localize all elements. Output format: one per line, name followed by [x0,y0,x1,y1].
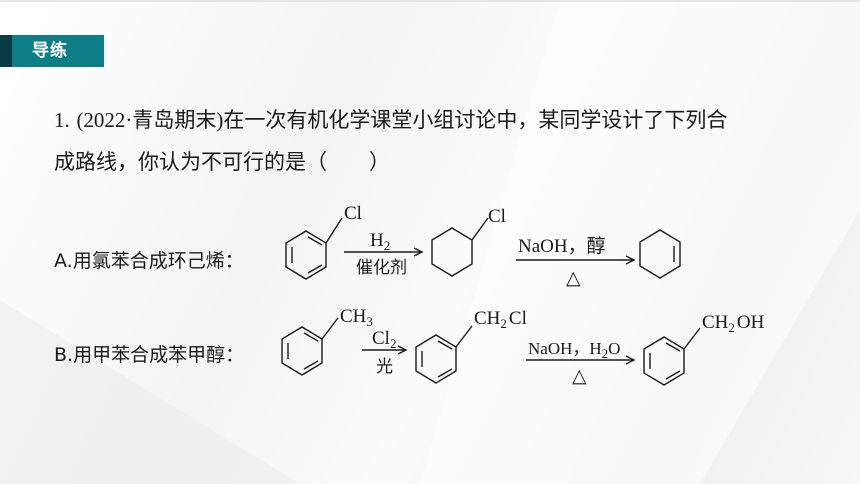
question-line-1: 在一次有机化学课堂小组讨论中，某同学设计了下列合 [223,108,728,132]
question-number: 1. [54,108,70,132]
b1-condition: 光 [376,357,393,377]
section-tag: 导练 [0,35,104,67]
reaction-arrow-b1: Cl2 光 [362,328,408,377]
reaction-arrow-a2: NaOH，醇 △ [516,235,636,289]
reaction-arrow-a1: H2 催化剂 [344,230,424,278]
chlorocyclohexane-substituent: Cl [488,206,506,227]
top-divider [0,0,860,2]
b1-reagent: Cl2 [372,328,396,351]
question-text: 1. (2022·青岛期末)在一次有机化学课堂小组讨论中，某同学设计了下列合 成… [54,99,824,183]
a2-reagent: NaOH，醇 [518,235,606,257]
b2-condition: △ [572,366,587,387]
chlorobenzene-structure: Cl [285,203,362,280]
cyclohexene-structure [639,229,681,279]
b2-reagent: NaOH，H2O [528,339,620,361]
a2-condition: △ [566,268,581,289]
option-b-label: B.用甲苯合成苯甲醇： [54,344,245,366]
chlorocyclohexane-structure: Cl [431,206,506,277]
question-source: (2022·青岛期末) [76,108,224,132]
question-line-2: 成路线，你认为不可行的是（ ） [54,150,390,174]
section-tag-label: 导练 [32,41,68,61]
a1-reagent: H2 [370,230,390,253]
reaction-arrow-b2: NaOH，H2O △ [526,339,636,387]
chlorobenzene-substituent: Cl [344,203,362,224]
section-tag-accent [0,35,12,67]
option-a-label: A.用氯苯合成环己烯： [54,250,244,272]
a1-condition: 催化剂 [356,258,407,278]
toluene-substituent: CH3 [340,306,373,329]
toluene-structure: CH3 [281,306,373,376]
